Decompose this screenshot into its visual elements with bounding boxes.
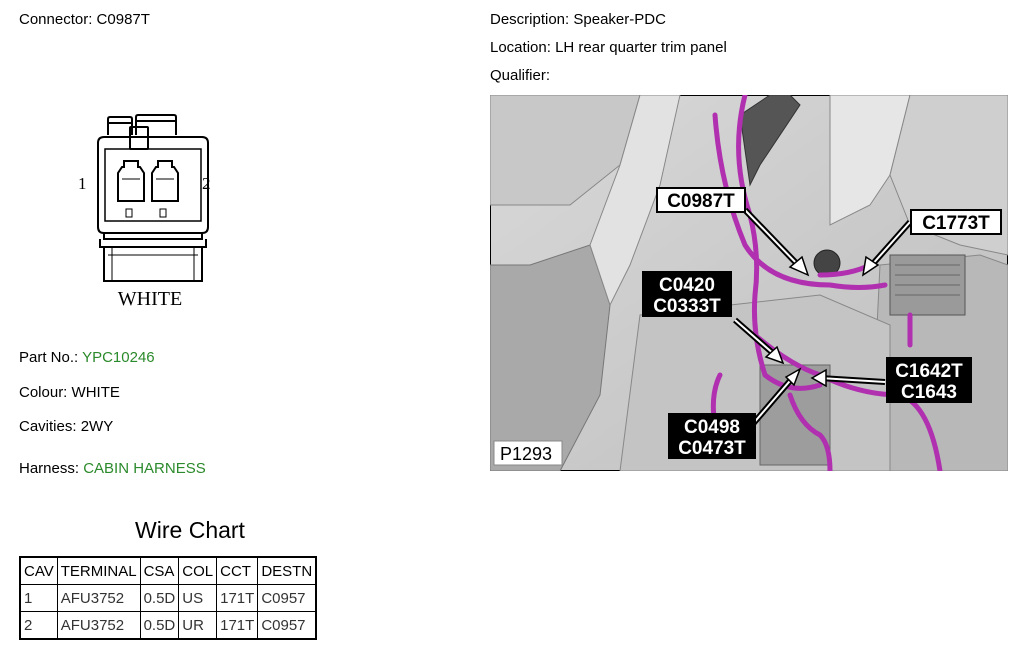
cavities-field: Cavities: 2WY — [19, 418, 113, 436]
location-label: Location: — [490, 39, 551, 56]
table-cell: 171T — [216, 611, 259, 640]
location-field: Location: LH rear quarter trim panel — [490, 39, 727, 57]
harness-link[interactable]: CABIN HARNESS — [83, 460, 206, 477]
qualifier-label: Qualifier: — [490, 67, 551, 84]
column-header: CSA — [139, 556, 180, 585]
connector-value: C0987T — [96, 11, 150, 28]
harness-label: Harness: — [19, 460, 80, 477]
table-cell: UR — [178, 611, 218, 640]
table-header-row: CAV TERMINAL CSA COL CCT DESTN — [19, 556, 317, 585]
column-header: DESTN — [257, 556, 317, 585]
connector-location-image: C0987T C1773T C0420 C0333T C1642T C1643 … — [490, 95, 1008, 471]
column-header: CCT — [216, 556, 259, 585]
wire-chart-title: Wire Chart — [135, 517, 245, 543]
callout-label: C1642T — [895, 361, 963, 382]
part-number-field: Part No.: YPC10246 — [19, 349, 155, 367]
cavities-value: 2WY — [80, 418, 114, 435]
cavities-label: Cavities: — [19, 418, 77, 435]
wire-chart-table: CAV TERMINAL CSA COL CCT DESTN 1 AFU3752… — [19, 556, 318, 640]
part-number-link[interactable]: YPC10246 — [82, 349, 155, 366]
part-number-label: Part No.: — [19, 349, 79, 366]
table-cell: C0957 — [257, 584, 317, 612]
description-value: Speaker-PDC — [573, 11, 666, 28]
callout-label: C0420 — [659, 275, 715, 296]
table-cell: C0957 — [257, 611, 317, 640]
table-row: 1 AFU3752 0.5D US 171T C0957 — [19, 584, 317, 612]
table-cell: US — [178, 584, 218, 612]
callout-label: C0473T — [678, 438, 746, 459]
harness-field: Harness: CABIN HARNESS — [19, 460, 206, 478]
callout-label: C1773T — [922, 213, 990, 234]
table-cell: 1 — [19, 584, 58, 612]
column-header: TERMINAL — [56, 556, 141, 585]
connector-field: Connector: C0987T — [19, 11, 150, 29]
drawing-color-label: WHITE — [118, 288, 182, 310]
connector-face-drawing: 1 2 WHITE — [78, 114, 211, 310]
table-row: 2 AFU3752 0.5D UR 171T C0957 — [19, 611, 317, 640]
figure-id: P1293 — [500, 444, 552, 464]
table-cell: 2 — [19, 611, 58, 640]
connector-label: Connector: — [19, 11, 93, 28]
table-cell: AFU3752 — [56, 584, 141, 612]
column-header: CAV — [19, 556, 58, 585]
callout-label: C0987T — [667, 191, 735, 212]
description-label: Description: — [490, 11, 570, 28]
table-cell: 171T — [216, 584, 259, 612]
location-value: LH rear quarter trim panel — [555, 39, 727, 56]
table-cell: AFU3752 — [56, 611, 141, 640]
pin-2-label: 2 — [202, 174, 211, 193]
colour-label: Colour: — [19, 384, 68, 401]
callout-label: C0498 — [684, 417, 740, 438]
colour-field: Colour: WHITE — [19, 384, 120, 402]
table-cell: 0.5D — [139, 584, 180, 612]
pin-1-label: 1 — [78, 174, 87, 193]
column-header: COL — [178, 556, 218, 585]
table-cell: 0.5D — [139, 611, 180, 640]
callout-label: C1643 — [901, 382, 957, 403]
colour-value: WHITE — [71, 384, 120, 401]
callout-label: C0333T — [653, 296, 721, 317]
description-field: Description: Speaker-PDC — [490, 11, 666, 29]
qualifier-field: Qualifier: — [490, 67, 550, 85]
